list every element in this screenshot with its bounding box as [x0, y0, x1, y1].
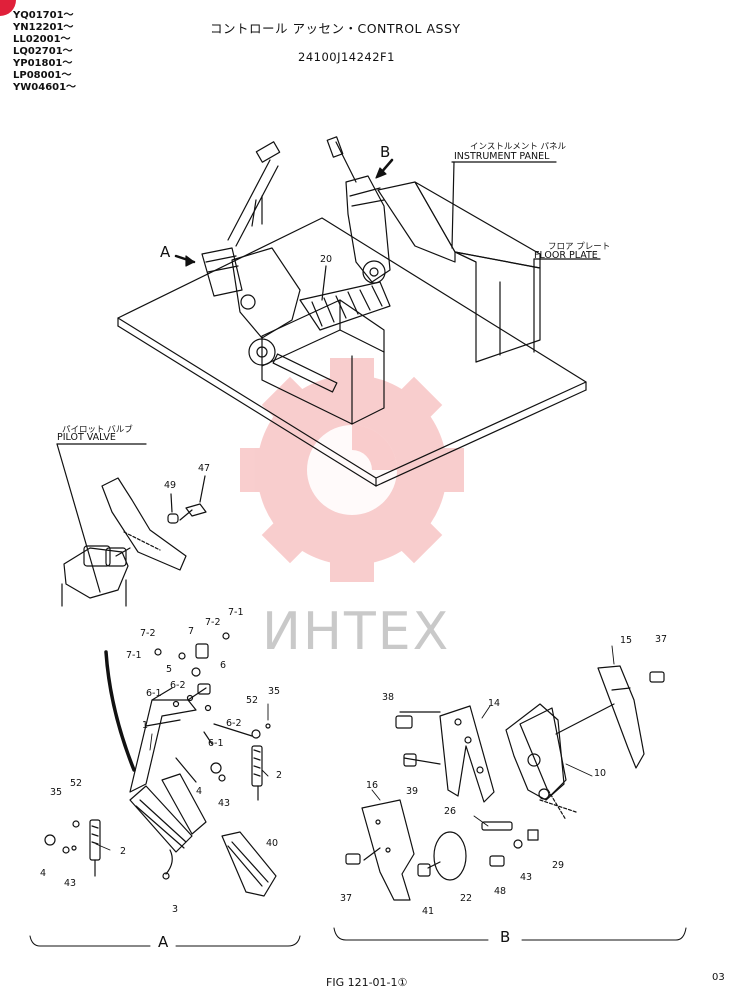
callout-label: 7 [188, 626, 195, 637]
callout-label: 29 [552, 860, 565, 871]
figure-number: FIG 121-01-1① [326, 976, 408, 989]
callout-label: 3 [172, 904, 179, 915]
callout-label: 1 [142, 720, 149, 731]
callout-label: 43 [218, 798, 231, 809]
callout-label: 43 [520, 872, 533, 883]
callout-label: 6-1 [146, 688, 162, 699]
left-lever-assembly [201, 141, 301, 366]
callout-label: 6 [220, 660, 227, 671]
callout-label: 26 [444, 806, 457, 817]
callout-label: 52 [246, 695, 259, 706]
callout-label: 7-2 [140, 628, 156, 639]
control-console-box [261, 281, 391, 425]
callout-label: 47 [198, 463, 211, 474]
serial-number: LL02001～ [13, 34, 71, 45]
view-a-label: A [160, 243, 171, 261]
instrument-panel-label: INSTRUMENT PANEL [454, 151, 550, 162]
callout-label: 37 [340, 893, 353, 904]
callout-label: 6-2 [170, 680, 186, 691]
part-number: 24100J14242F1 [298, 50, 395, 64]
serial-number: YQ01701～ [13, 10, 74, 21]
view-b-label: B [380, 143, 391, 161]
pilot-valve-jp-label: パイロット バルブ [62, 425, 133, 435]
callout-label: 7-1 [126, 650, 142, 661]
serial-number: YW04601～ [13, 82, 77, 93]
callout-label: 10 [594, 768, 607, 779]
serial-number: LQ02701～ [13, 46, 73, 57]
floor-plate-label: FLOOR PLATE [534, 250, 598, 261]
instrument-panel-shape [377, 181, 541, 363]
callout-label: 5 [166, 664, 173, 675]
page-number: 03 [712, 972, 725, 983]
callout-label: 2 [276, 770, 283, 781]
pilot-valve-label: PILOT VALVE [57, 432, 116, 443]
right-lever-assembly [326, 136, 391, 284]
callout-label: 7-1 [228, 607, 244, 618]
serial-number: YN12201～ [13, 22, 74, 33]
callout-label: 48 [494, 886, 507, 897]
instrument-panel-jp-label: インストルメント パネル [470, 142, 567, 152]
callout-label: 7-2 [205, 617, 221, 628]
callout-label: 15 [620, 635, 633, 646]
callout-label: 6-1 [208, 738, 224, 749]
pilot-valve-drawing [56, 443, 207, 607]
callout-label: 6-2 [226, 718, 242, 729]
callout-label: 14 [488, 698, 501, 709]
callout-label: 16 [366, 780, 379, 791]
callout-label: 41 [422, 906, 435, 917]
callout-label: 52 [70, 778, 83, 789]
callout-label: 43 [64, 878, 77, 889]
section-a-caption: A [158, 933, 169, 951]
callout-label: 40 [266, 838, 279, 849]
callout-label: 38 [382, 692, 395, 703]
leader-20 [321, 265, 327, 301]
callout-label: 20 [320, 254, 333, 265]
watermark-text: ИНТЕХ [262, 602, 451, 662]
callout-label: 35 [268, 686, 281, 697]
serial-number: YP01801～ [13, 58, 73, 69]
section-b-drawing [345, 665, 665, 901]
page-title: コントロール アッセン・CONTROL ASSY [210, 21, 461, 36]
serial-number: LP08001～ [13, 70, 72, 81]
callout-label: 35 [50, 787, 63, 798]
callout-label: 37 [655, 634, 668, 645]
callout-label: 39 [406, 786, 419, 797]
callout-label: 4 [40, 868, 47, 879]
corner-badge [0, 0, 16, 16]
section-b-caption: B [500, 928, 511, 946]
floor-plate-jp-label: フロア プレート [548, 242, 611, 252]
floor-plate-shape [117, 217, 587, 487]
section-a-drawing [44, 632, 277, 897]
callout-label: 49 [164, 480, 177, 491]
callout-label: 2 [120, 846, 127, 857]
callout-label: 4 [196, 786, 203, 797]
callout-label: 22 [460, 893, 473, 904]
